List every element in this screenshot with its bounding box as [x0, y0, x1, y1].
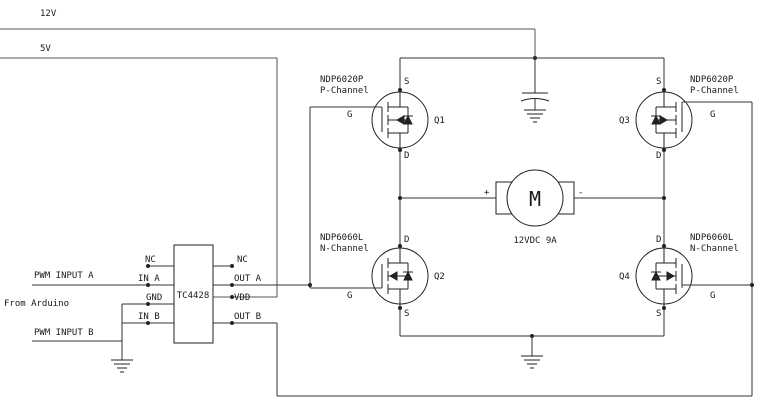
q4-drain-label: D	[656, 235, 661, 245]
q1-ref: Q1	[434, 116, 445, 126]
mosfet-q2: NDP6060L N-Channel G D S Q2	[310, 233, 445, 319]
arduino-source-label: From Arduino	[4, 299, 69, 309]
motor: M + - 12VDC 9A	[484, 169, 583, 246]
rail-5v-label: 5V	[40, 44, 51, 54]
q3-source-label: S	[656, 77, 661, 87]
q1-part: NDP6020P	[320, 75, 364, 85]
mosfet-q4: NDP6060L N-Channel G D S Q4	[619, 233, 752, 319]
pwm-inputs: PWM INPUT A PWM INPUT B From Arduino	[4, 271, 148, 373]
q3-ref: Q3	[619, 116, 630, 126]
driver-name: TC4428	[177, 291, 210, 301]
q3-part: NDP6020P	[690, 75, 734, 85]
bridge-wiring	[398, 57, 666, 338]
q1-gate-label: G	[347, 110, 352, 120]
ground-icon	[521, 336, 543, 369]
pin-out-a: OUT A	[234, 274, 262, 284]
q2-source-label: S	[404, 309, 409, 319]
rail-5v: 5V	[0, 44, 278, 298]
q2-ref: Q2	[434, 272, 445, 282]
rail-12v: 12V	[0, 9, 537, 60]
q3-gate-label: G	[710, 110, 715, 120]
pin-in-a: IN A	[138, 274, 160, 284]
ground-icon	[111, 359, 133, 373]
q4-ref: Q4	[619, 272, 630, 282]
q4-gate-label: G	[710, 291, 715, 301]
motor-plus: +	[484, 188, 490, 198]
q4-type: N-Channel	[690, 244, 739, 254]
pin-out-b: OUT B	[234, 312, 261, 322]
q4-source-label: S	[656, 309, 661, 319]
capacitor	[520, 58, 550, 123]
motor-minus: -	[578, 188, 583, 198]
pwm-input-b-label: PWM INPUT B	[34, 328, 94, 338]
pin-nc-left: NC	[145, 255, 156, 265]
pin-vdd: VDD	[234, 293, 250, 303]
q2-part: NDP6060L	[320, 233, 363, 243]
q1-source-label: S	[404, 77, 409, 87]
ground-icon	[524, 109, 546, 123]
q4-part: NDP6060L	[690, 233, 733, 243]
mosfet-q3: NDP6020P P-Channel G S D Q3	[619, 75, 752, 161]
rail-12v-label: 12V	[40, 9, 57, 19]
q2-type: N-Channel	[320, 244, 369, 254]
q1-drain-label: D	[404, 151, 409, 161]
gate-drive-wiring	[213, 102, 754, 397]
driver-ic: TC4428 NC IN A GND IN B NC OUT A VDD OUT…	[138, 244, 262, 344]
pin-in-b: IN B	[138, 312, 160, 322]
pwm-input-a-label: PWM INPUT A	[34, 271, 94, 281]
q2-drain-label: D	[404, 235, 409, 245]
q3-drain-label: D	[656, 151, 661, 161]
pin-nc-right: NC	[237, 255, 248, 265]
q2-gate-label: G	[347, 291, 352, 301]
motor-symbol: M	[529, 187, 541, 211]
q1-type: P-Channel	[320, 86, 369, 96]
pin-gnd: GND	[146, 293, 162, 303]
motor-rating: 12VDC 9A	[513, 236, 557, 246]
q3-type: P-Channel	[690, 86, 739, 96]
mosfet-q1: NDP6020P P-Channel G S D Q1	[310, 75, 445, 161]
